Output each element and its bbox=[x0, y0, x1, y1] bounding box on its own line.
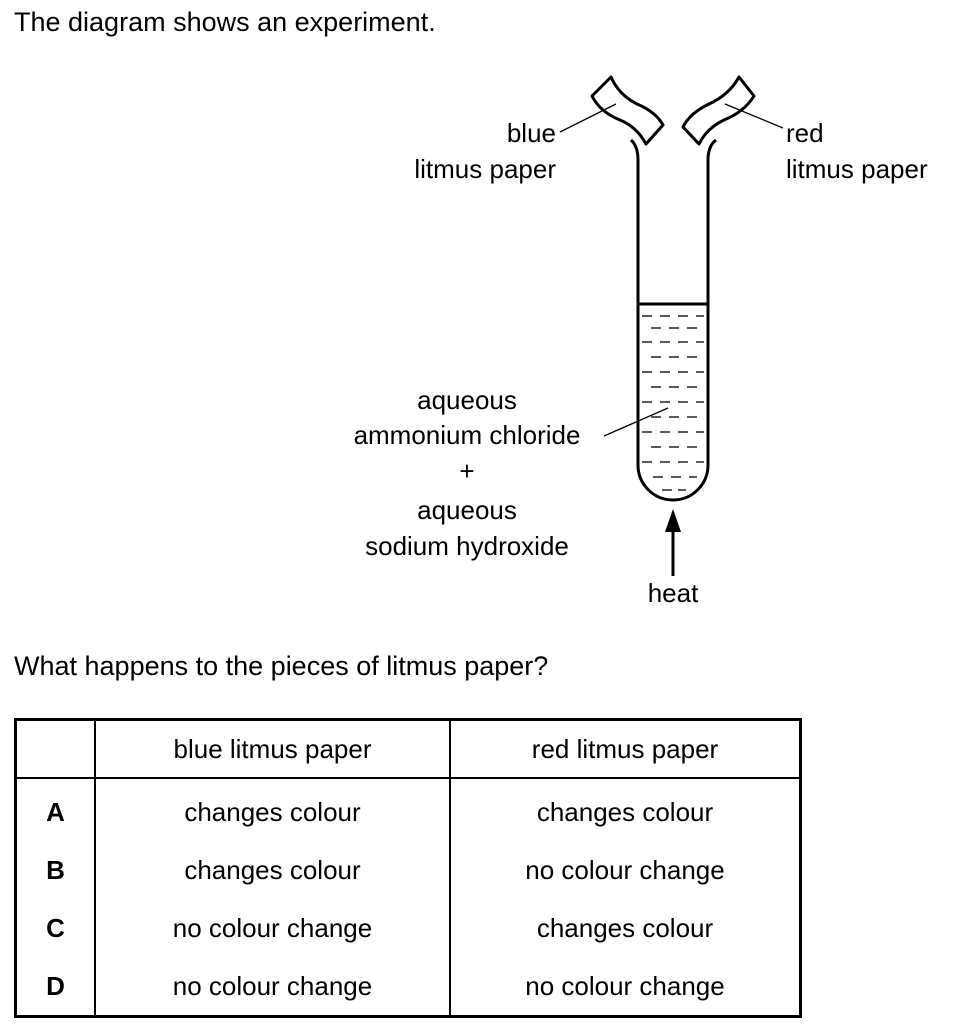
option-letter: C bbox=[15, 899, 96, 957]
option-row-a[interactable]: A changes colour changes colour bbox=[15, 778, 801, 841]
red-litmus-result: changes colour bbox=[536, 912, 714, 943]
red-litmus-strip bbox=[681, 75, 756, 146]
intro-text: The diagram shows an experiment. bbox=[14, 7, 436, 37]
red-litmus-result: no colour change bbox=[525, 854, 725, 885]
mixture-label-line3: aqueous bbox=[417, 495, 517, 525]
blue-label-line1: blue bbox=[507, 118, 556, 148]
option-letter: D bbox=[15, 957, 96, 1017]
option-row-c[interactable]: C no colour change changes colour bbox=[15, 899, 801, 957]
blue-litmus-strip bbox=[590, 75, 665, 146]
option-row-b[interactable]: B changes colour no colour change bbox=[15, 841, 801, 899]
experiment-diagram: blue litmus paper red litmus paper aqueo… bbox=[354, 75, 928, 608]
red-label-leader bbox=[724, 103, 784, 129]
option-row-d[interactable]: D no colour change no colour change bbox=[15, 957, 801, 1017]
mixture-label-line4: sodium hydroxide bbox=[365, 531, 569, 561]
red-label-line1: red bbox=[786, 118, 824, 148]
header-letter-cell bbox=[15, 719, 96, 779]
blue-label-line2: litmus paper bbox=[414, 154, 556, 184]
option-letter: B bbox=[15, 841, 96, 899]
blue-label-leader bbox=[559, 103, 617, 133]
test-tube bbox=[629, 138, 717, 502]
blue-litmus-result: changes colour bbox=[95, 778, 451, 841]
question-text: What happens to the pieces of litmus pap… bbox=[14, 651, 549, 681]
red-litmus-result: no colour change bbox=[525, 970, 725, 1001]
blue-litmus-result: changes colour bbox=[95, 841, 451, 899]
red-label-line2: litmus paper bbox=[786, 154, 928, 184]
heat-arrow-head bbox=[665, 509, 681, 532]
mixture-label-line2: ammonium chloride bbox=[354, 420, 581, 450]
header-red-litmus: red litmus paper bbox=[450, 719, 801, 779]
mixture-label-leader bbox=[603, 407, 669, 437]
blue-litmus-result: no colour change bbox=[95, 957, 451, 1017]
heat-label: heat bbox=[648, 578, 699, 608]
header-blue-litmus: blue litmus paper bbox=[95, 719, 451, 779]
mixture-label-plus: + bbox=[459, 456, 474, 486]
blue-litmus-result: no colour change bbox=[95, 899, 451, 957]
liquid-dashes bbox=[642, 315, 704, 491]
red-litmus-result: changes colour bbox=[536, 796, 714, 827]
table-header-row: blue litmus paper red litmus paper bbox=[15, 719, 801, 779]
mixture-label-line1: aqueous bbox=[417, 385, 517, 415]
answer-options-table: blue litmus paper red litmus paper A cha… bbox=[14, 718, 802, 1018]
option-letter: A bbox=[15, 778, 96, 841]
